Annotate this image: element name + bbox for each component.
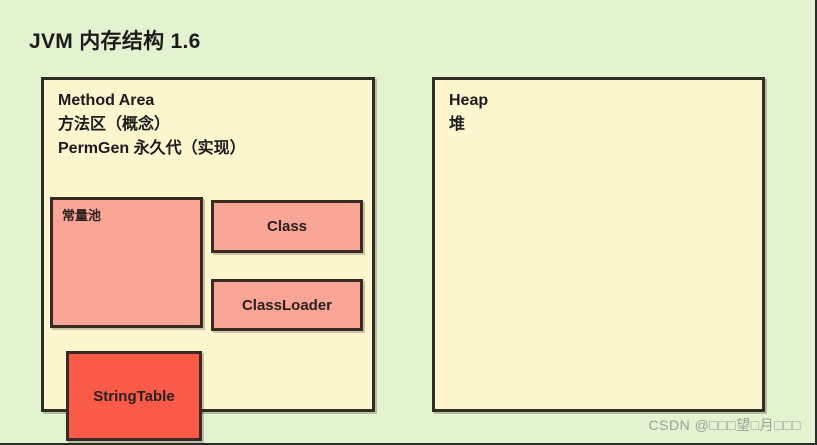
heap-heading-line-1: Heap — [449, 92, 489, 109]
method-area-heading: Method Area 方法区（概念） PermGen 永久代（实现） — [58, 89, 246, 161]
class-box: Class — [211, 200, 363, 253]
heap-box: Heap 堆 — [432, 77, 765, 412]
constant-pool-box: 常量池 StringTable — [50, 197, 203, 441]
constant-pool-label: 常量池 — [62, 208, 102, 223]
csdn-watermark: CSDN @□□□望□月□□□ — [648, 417, 801, 433]
page-title: JVM 内存结构 1.6 — [29, 30, 201, 53]
class-label: Class — [266, 218, 308, 235]
heap-heading: Heap 堆 — [449, 89, 488, 137]
heap-heading-line-2: 堆 — [449, 116, 466, 133]
string-table-label: StringTable — [93, 387, 175, 405]
class-loader-label: ClassLoader — [241, 296, 333, 314]
class-loader-box: ClassLoader — [211, 279, 363, 331]
method-area-box: Method Area 方法区（概念） PermGen 永久代（实现） 常量池 … — [41, 77, 375, 441]
method-area-heading-line-2: 方法区（概念） — [58, 116, 171, 133]
method-area-heading-line-3: PermGen 永久代（实现） — [58, 140, 246, 157]
string-table-box: StringTable — [66, 351, 202, 441]
method-area-heading-line-1: Method Area — [58, 92, 155, 109]
